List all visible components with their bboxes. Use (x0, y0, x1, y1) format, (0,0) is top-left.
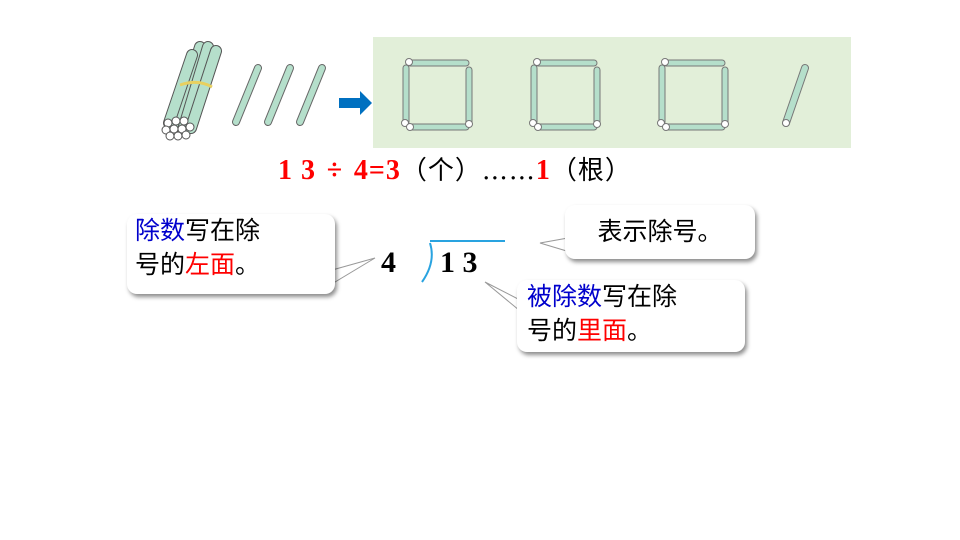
loose-sticks-icon (232, 64, 326, 126)
divide-sign: ÷ (326, 155, 344, 186)
squares-illustration (401, 58, 809, 131)
division-equation: 1 3 ÷ 4=3（个）……1（根） (278, 150, 632, 187)
stick-bundle-illustration (161, 41, 372, 141)
division-bracket (421, 242, 433, 283)
remainder: 1 (535, 155, 551, 186)
dividend-callout: 被除数写在除 号的里面。 (517, 280, 745, 352)
leftover-stick-icon (782, 64, 809, 127)
quotient-unit: （个） (400, 156, 482, 186)
long-division-divisor: 4 (381, 246, 396, 279)
remainder-ellipsis: …… (481, 156, 536, 186)
quotient: 3 (385, 155, 401, 186)
sign-callout: 表示除号。 (565, 205, 755, 259)
dividend: 1 3 (278, 155, 316, 186)
equals-sign: = (368, 155, 386, 186)
divisor-callout: 除数写在除 号的左面。 (127, 214, 335, 294)
bundle-icon (161, 41, 222, 141)
divisor: 4 (353, 155, 369, 186)
arrow-right-icon (339, 91, 372, 115)
grouping-panel (373, 37, 851, 148)
long-division-dividend: 1 3 (440, 246, 478, 279)
remainder-unit: （根） (550, 156, 632, 186)
